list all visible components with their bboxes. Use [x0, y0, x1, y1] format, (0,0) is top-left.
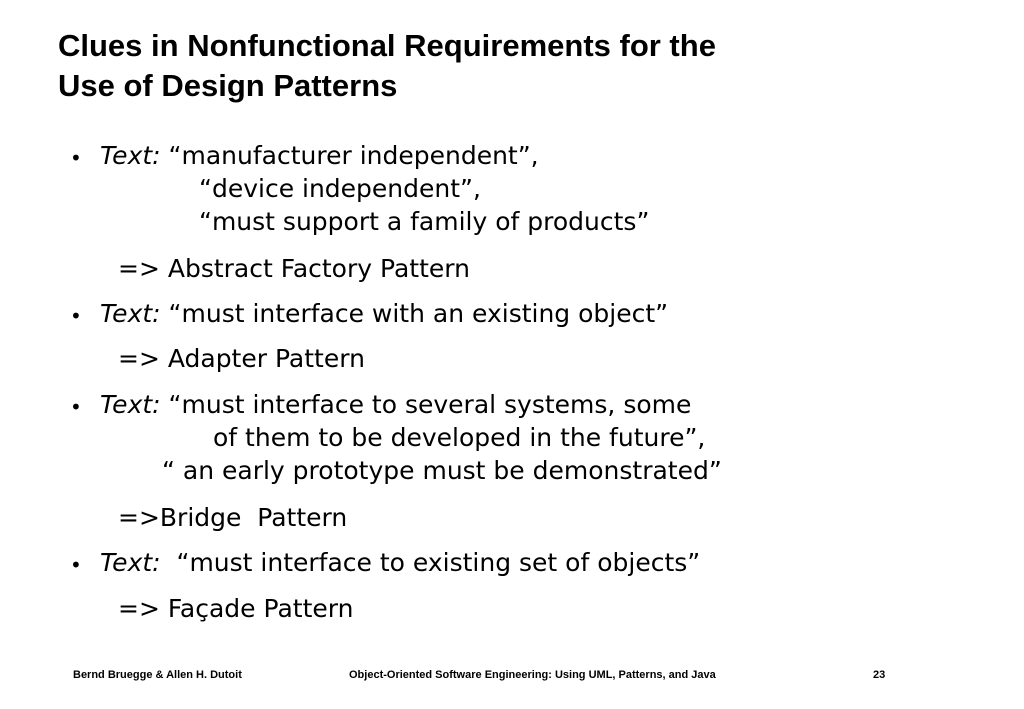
- list-item-2-result: => Adapter Pattern: [118, 344, 365, 373]
- list-item-1-line-1: Text: “manufacturer independent”,: [100, 139, 539, 172]
- footer-authors: Bernd Bruegge & Allen H. Dutoit: [73, 669, 242, 681]
- text-label: Text:: [100, 141, 161, 170]
- text-label: Text:: [100, 548, 161, 577]
- list-item-3-line-1: Text: “must interface to several systems…: [100, 388, 691, 421]
- list-item-1-result: => Abstract Factory Pattern: [118, 254, 470, 283]
- footer-book-title: Object-Oriented Software Engineering: Us…: [349, 669, 716, 681]
- list-item-3-result: =>Bridge Pattern: [118, 503, 348, 532]
- bullet-marker: •: [70, 395, 82, 419]
- bullet-marker: •: [70, 304, 82, 328]
- text-label: Text:: [100, 390, 161, 419]
- quote-text: “must interface to several systems, some: [160, 390, 692, 419]
- list-item-3-line-3: “ an early prototype must be demonstrate…: [162, 456, 722, 485]
- list-item-1-line-3: “must support a family of products”: [199, 207, 650, 236]
- bullet-marker: •: [70, 146, 82, 170]
- text-label: Text:: [100, 299, 161, 328]
- quote-text: “must interface to existing set of objec…: [160, 548, 701, 577]
- list-item-3-line-2: of them to be developed in the future”,: [213, 423, 706, 452]
- title-line-1: Clues in Nonfunctional Requirements for …: [58, 28, 716, 63]
- slide-title: Clues in Nonfunctional Requirements for …: [58, 26, 958, 106]
- quote-text: “manufacturer independent”,: [160, 141, 539, 170]
- footer-page-number: 23: [873, 669, 886, 681]
- list-item-1-line-2: “device independent”,: [199, 174, 481, 203]
- quote-text: “must interface with an existing object”: [160, 299, 669, 328]
- title-line-2: Use of Design Patterns: [58, 68, 398, 103]
- list-item-2-line-1: Text: “must interface with an existing o…: [100, 297, 668, 330]
- bullet-marker: •: [70, 553, 82, 577]
- list-item-4-line-1: Text: “must interface to existing set of…: [100, 546, 700, 579]
- list-item-4-result: => Façade Pattern: [118, 594, 354, 623]
